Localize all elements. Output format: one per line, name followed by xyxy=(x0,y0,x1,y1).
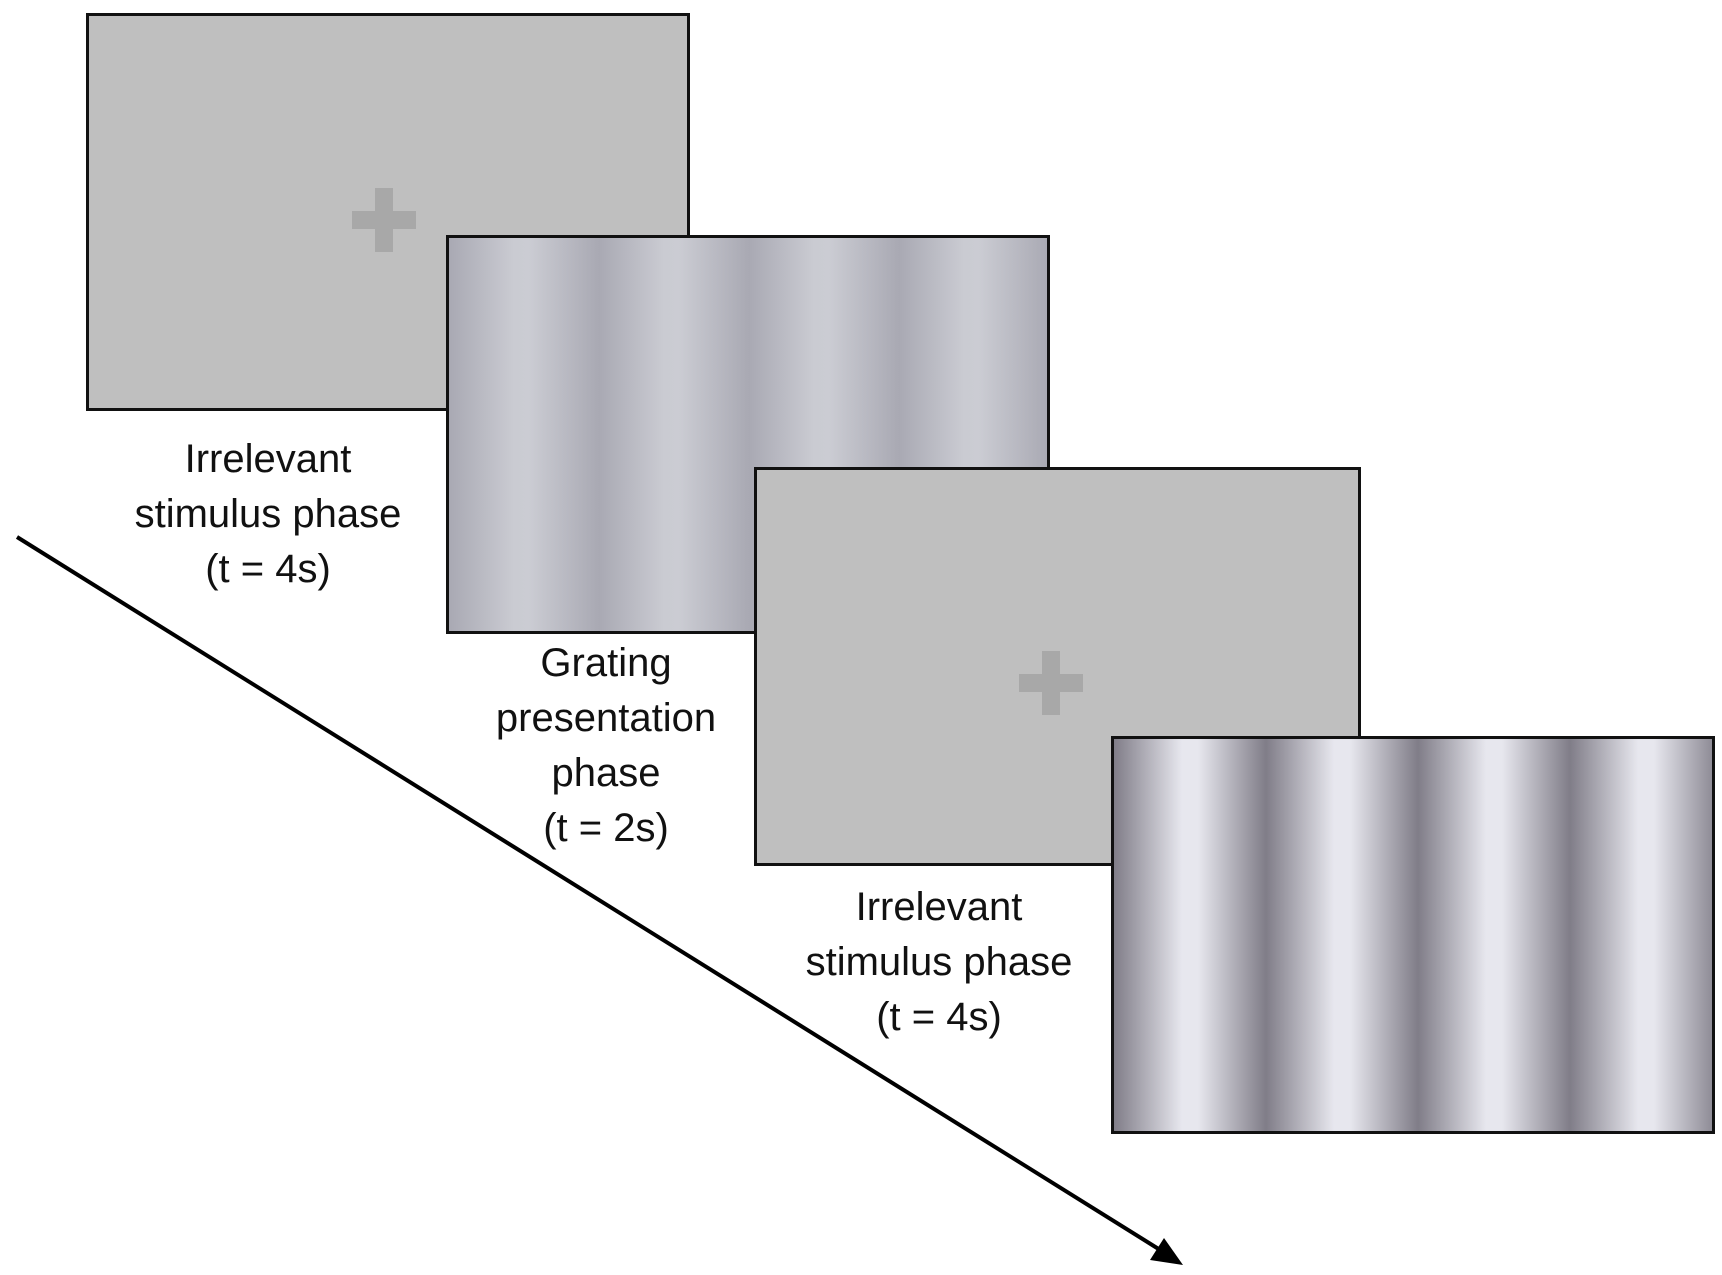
irrelevant-phase-label-1: Irrelevant stimulus phase (t = 4s) xyxy=(134,437,402,591)
grating-screen-high-contrast xyxy=(1111,736,1715,1134)
time-arrow-head xyxy=(1150,1238,1183,1265)
irrelevant-phase-label-2: Irrelevant stimulus phase (t = 4s) xyxy=(805,885,1073,1039)
plus-icon xyxy=(1019,651,1083,715)
plus-icon xyxy=(352,188,416,252)
grating-phase-label: Grating presentation phase (t = 2s) xyxy=(495,641,717,850)
time-arrow-line xyxy=(15,535,1167,1255)
